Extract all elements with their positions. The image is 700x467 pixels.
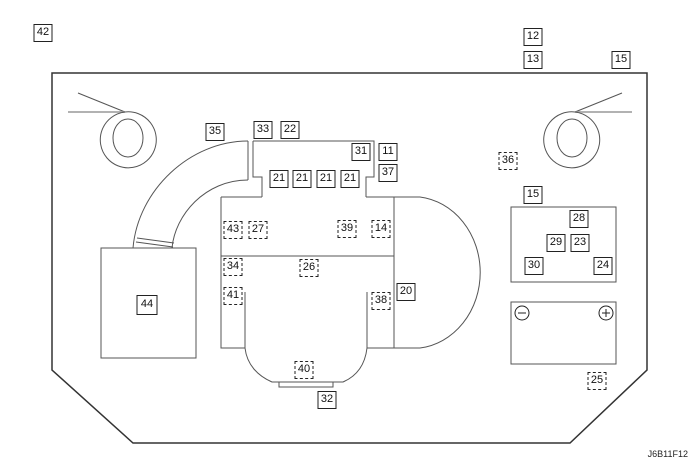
callout-label: 34 (223, 258, 243, 276)
callout-label: 22 (280, 121, 300, 139)
callout-label: 27 (248, 221, 268, 239)
callout-label: 39 (337, 220, 357, 238)
callout-label: 21 (292, 170, 312, 188)
callout-label: 25 (587, 372, 607, 390)
callout-label: 33 (253, 121, 273, 139)
callout-label: 28 (569, 210, 589, 228)
callout-label: 38 (371, 292, 391, 310)
callout-label: 20 (396, 283, 416, 301)
callout-label: 30 (524, 257, 544, 275)
callout-label: 35 (205, 123, 225, 141)
callout-label: 15 (611, 51, 631, 69)
intake-hose (132, 140, 249, 249)
callout-label: 14 (371, 220, 391, 238)
callout-label: 15 (523, 186, 543, 204)
fuse-box (510, 206, 617, 283)
callout-label: 21 (340, 170, 360, 188)
callout-label: 29 (546, 234, 566, 252)
oil-pan-plate (278, 381, 334, 388)
callout-label: 24 (593, 257, 613, 275)
callout-label: 12 (523, 28, 543, 46)
battery-negative-icon (514, 305, 530, 321)
battery (510, 301, 617, 365)
callout-label: 13 (523, 51, 543, 69)
callout-label: 23 (570, 234, 590, 252)
callout-label: 41 (223, 287, 243, 305)
callout-label: 42 (33, 24, 53, 42)
callout-label: 32 (317, 391, 337, 409)
transaxle (394, 196, 481, 349)
battery-positive-icon (598, 305, 614, 321)
callout-label: 26 (299, 259, 319, 277)
upper-box (252, 140, 375, 197)
callout-label: 21 (316, 170, 336, 188)
callout-label: 40 (294, 361, 314, 379)
engine-bay-outline (51, 72, 648, 444)
air-box (100, 247, 197, 359)
callout-label: 21 (269, 170, 289, 188)
callout-label: 43 (223, 221, 243, 239)
callout-label: 36 (498, 152, 518, 170)
callout-label: 44 (136, 295, 158, 315)
callout-label: 11 (378, 143, 398, 161)
callout-label: 31 (351, 143, 371, 161)
diagram-code: J6B11F12 (647, 449, 688, 459)
callout-label: 37 (378, 164, 398, 182)
main-block (220, 196, 395, 349)
right-pulley (543, 92, 632, 169)
left-pulley (68, 92, 157, 169)
